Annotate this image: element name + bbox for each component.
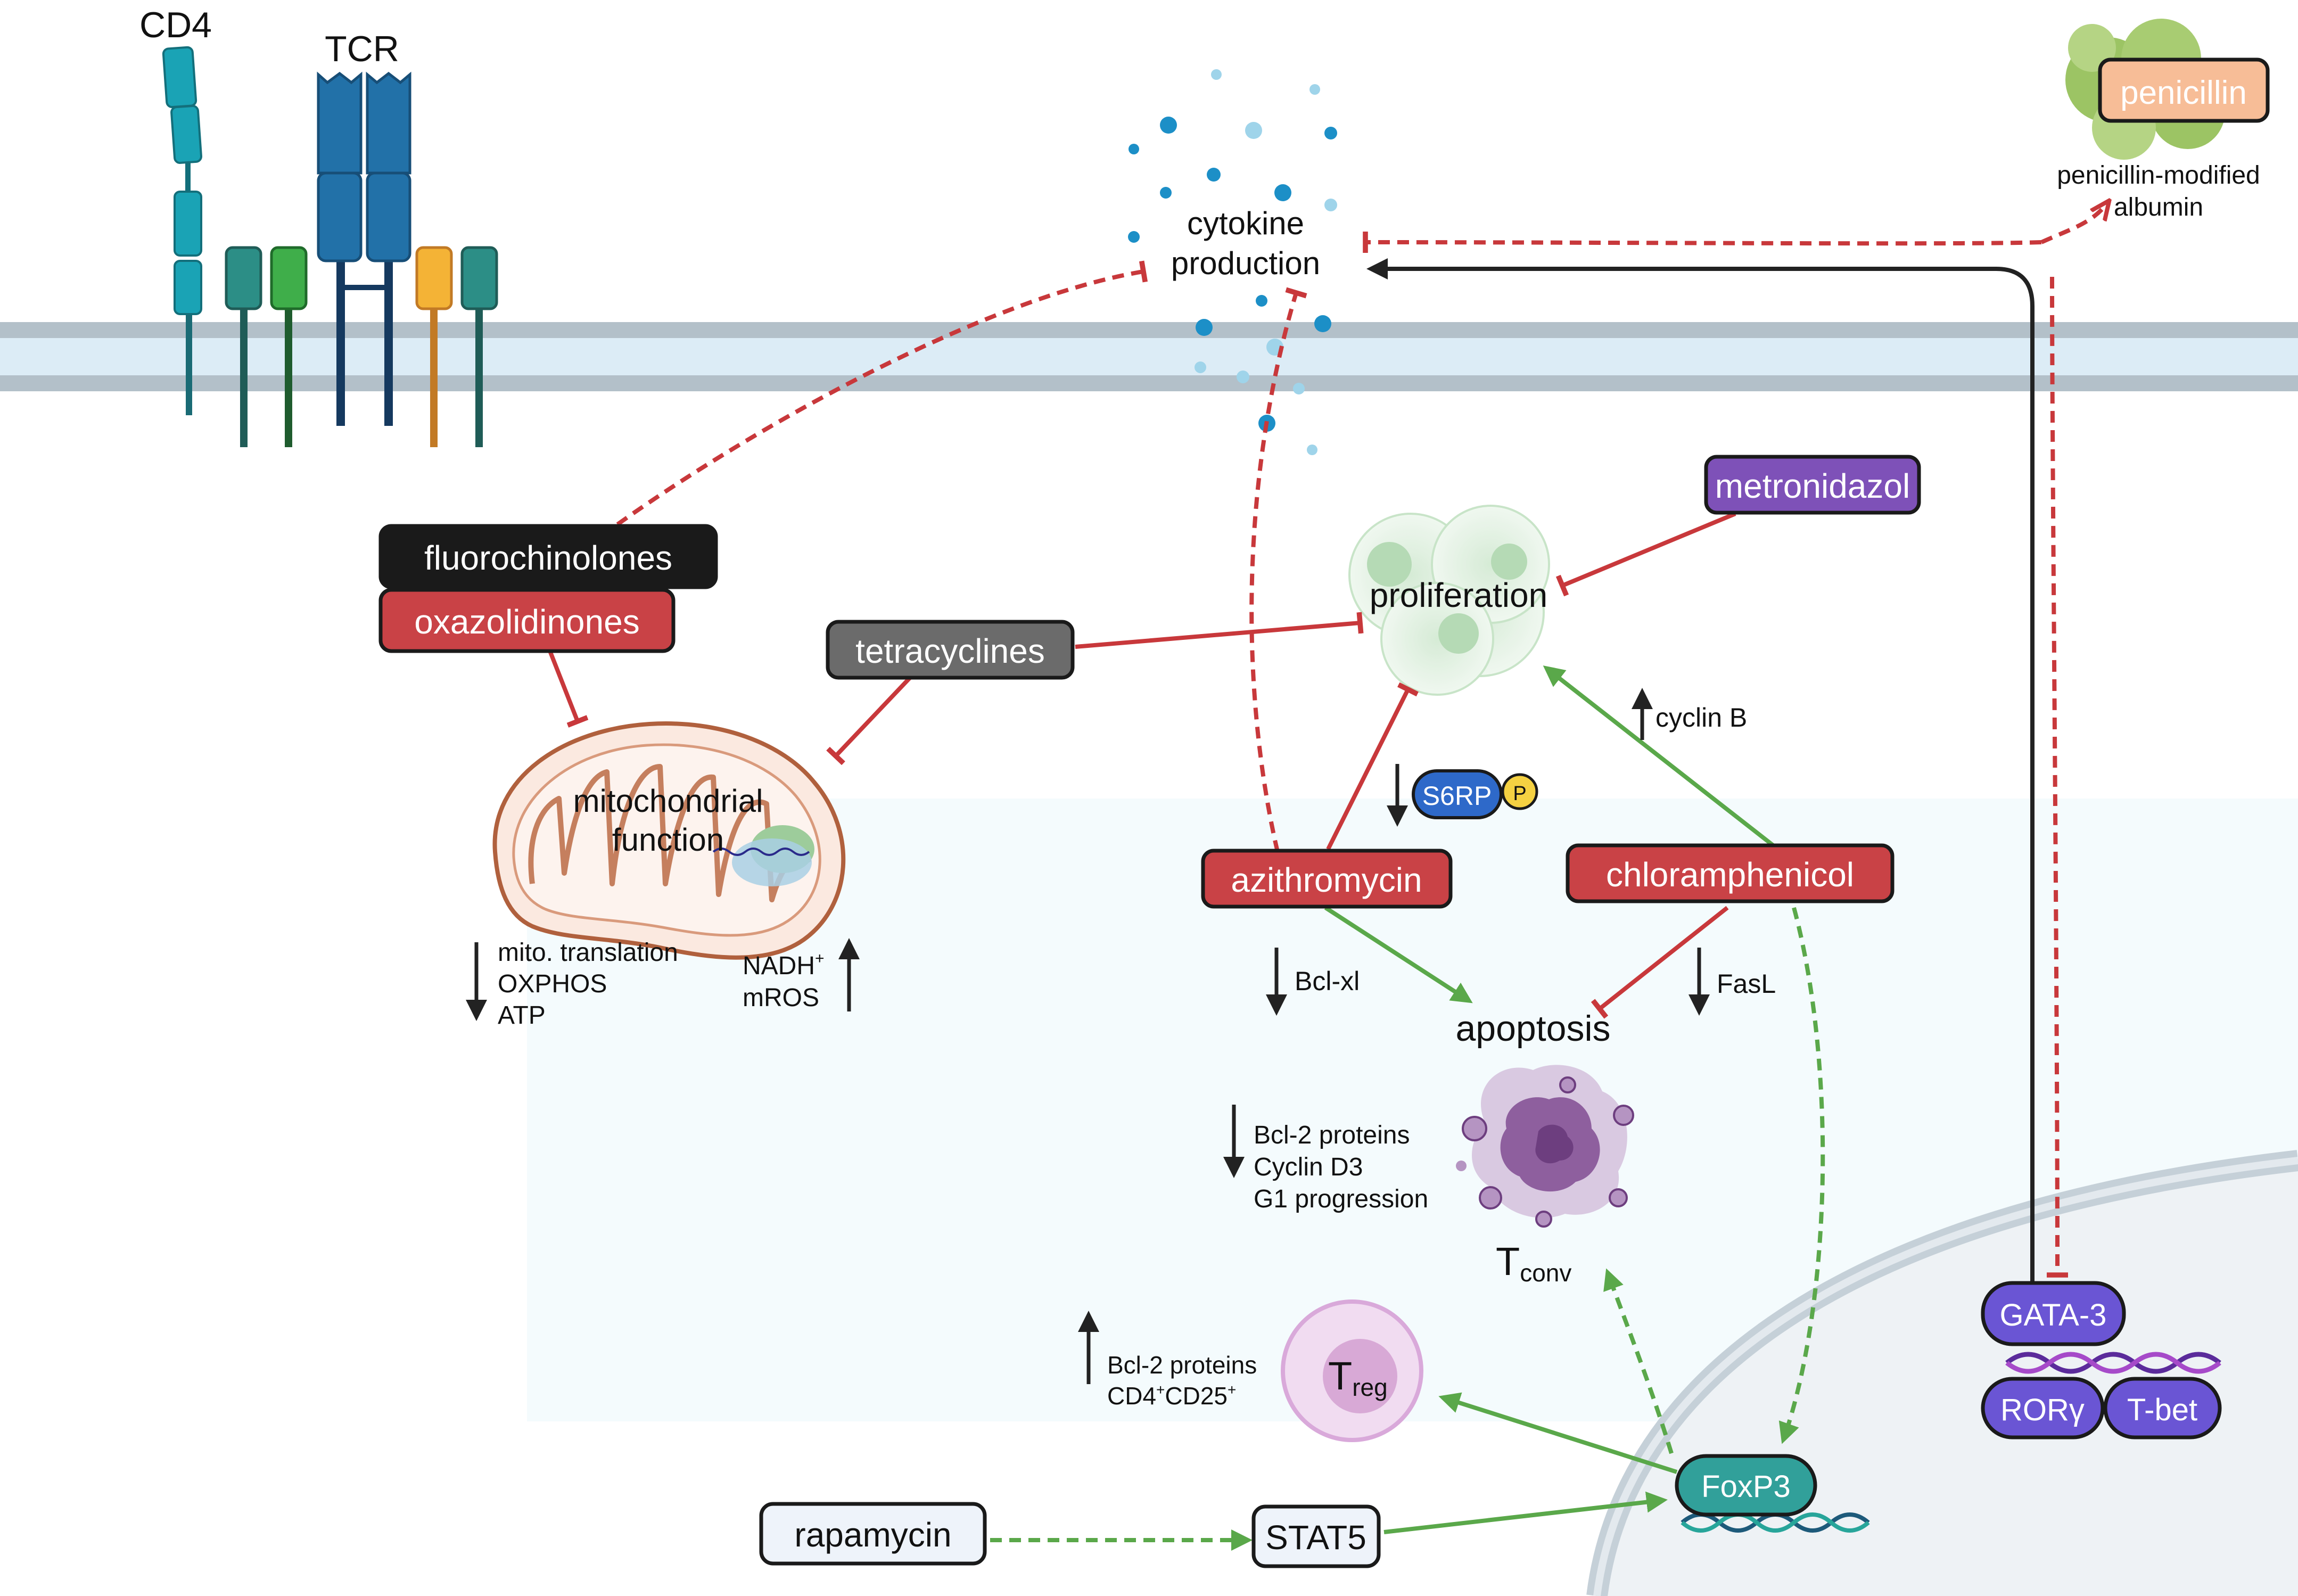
rapamycin-label: rapamycin	[794, 1516, 951, 1554]
cd4-receptor	[162, 46, 202, 415]
tconv-effect-2: Cyclin D3	[1254, 1153, 1363, 1181]
edge-chloramphenicol-activates-foxp3	[1778, 907, 1825, 1444]
cell-membrane	[0, 322, 2298, 391]
foxp3-box[interactable]	[1675, 1454, 1817, 1517]
albumin-caption-1: penicillin-modified	[2057, 161, 2260, 190]
mito-down-1: mito. translation	[498, 939, 678, 967]
s6rp-label: S6RP	[1422, 781, 1492, 811]
fasl-label: FasL	[1717, 969, 1776, 999]
mito-down-3: ATP	[498, 1001, 546, 1030]
tconv-label: Tconv	[1496, 1239, 1571, 1287]
tbet-box[interactable]	[2103, 1377, 2222, 1439]
edge-gata3-to-albumin	[2040, 202, 2108, 244]
co-receptors-left	[225, 246, 308, 447]
oxazolidinones-box[interactable]	[378, 588, 676, 653]
cd4-label: CD4	[139, 5, 212, 45]
mros-label: mROS	[743, 984, 819, 1012]
nadh-label: NADH+	[743, 950, 825, 980]
chloramphenicol-box[interactable]	[1566, 843, 1895, 903]
edge-azithro-inhibits-proliferation	[1326, 682, 1419, 850]
tbet-label: T-bet	[2127, 1393, 2197, 1427]
edge-penicillin-inhibits-gata3	[2046, 276, 2069, 1278]
rory-label: RORγ	[2000, 1393, 2085, 1427]
proliferation-label: proliferation	[1370, 576, 1547, 614]
edge-tetracyclines-inhibits-proliferation	[1075, 612, 1364, 649]
azithromycin-label: azithromycin	[1231, 861, 1422, 899]
edge-azithro-activates-apoptosis	[1324, 906, 1473, 1003]
edge-chloramphenicol-inhibits-apoptosis	[1591, 906, 1729, 1019]
edge-foxp3-activates-treg	[1438, 1392, 1678, 1474]
proliferation-cells-icon	[1348, 505, 1550, 696]
rapamycin-box[interactable]	[759, 1502, 987, 1566]
treg-label: Treg	[1328, 1354, 1388, 1401]
edge-fluoro-inhibits-cytokine	[616, 260, 1148, 526]
albumin-caption-2: albumin	[2114, 193, 2203, 221]
penicillin-box[interactable]	[2098, 57, 2270, 123]
stat5-box[interactable]	[1251, 1504, 1381, 1568]
co-receptors-right	[415, 246, 498, 447]
metronidazol-label: metronidazol	[1715, 467, 1910, 505]
fluorochinolones-label: fluorochinolones	[424, 539, 672, 577]
gata3-label: GATA-3	[2000, 1298, 2107, 1332]
edge-tetracyclines-inhibits-mito	[826, 670, 917, 766]
edge-oxazolidinones-inhibits-mito	[546, 646, 589, 728]
edge-foxp3-to-tconv	[1603, 1268, 1674, 1454]
azithromycin-box[interactable]	[1201, 849, 1453, 909]
bclxl-label: Bcl-xl	[1295, 966, 1360, 996]
mito-down-2: OXPHOS	[498, 970, 607, 998]
metronidazol-box[interactable]	[1704, 455, 1921, 515]
tcr-receptor	[317, 71, 411, 426]
stat5-label: STAT5	[1265, 1518, 1366, 1557]
chloramphenicol-label: chloramphenicol	[1606, 855, 1854, 894]
tconv-effect-1: Bcl-2 proteins	[1254, 1121, 1410, 1149]
edge-penicillin-inhibits-cytokine	[1363, 231, 2042, 253]
treg-effect-1: Bcl-2 proteins	[1107, 1351, 1257, 1379]
fluorochinolones-box[interactable]	[378, 524, 718, 589]
cyclin-b-label: cyclin B	[1655, 703, 1747, 733]
tf-dna-icon	[2005, 1352, 2221, 1374]
gata3-box[interactable]	[1981, 1281, 2126, 1346]
cytokine-droplets	[1128, 69, 1337, 455]
penicillin-label: penicillin	[2120, 75, 2247, 111]
mitochondrion-icon	[492, 721, 846, 960]
cytokine-label-2: production	[1171, 245, 1320, 281]
treg-nucleus-icon	[1323, 1339, 1397, 1413]
edge-metronidazol-inhibits-proliferation	[1555, 512, 1736, 597]
cytokine-label-1: cytokine	[1187, 205, 1304, 241]
mito-label-1: mitochondrial	[573, 783, 763, 819]
edge-gata3-activates-cytokine	[1366, 258, 2035, 1283]
tcr-label: TCR	[325, 29, 399, 69]
apoptotic-tconv-icon	[1456, 1065, 1634, 1228]
tetracyclines-label: tetracyclines	[855, 632, 1045, 670]
phosphate-icon	[1501, 773, 1538, 810]
mito-label-2: function	[612, 822, 724, 858]
treg-effect-2: CD4+CD25+	[1107, 1381, 1236, 1410]
phosphate-label: P	[1513, 783, 1526, 805]
edge-chloramphenicol-activates-proliferation	[1543, 665, 1780, 851]
tconv-effect-3: G1 progression	[1254, 1185, 1428, 1213]
tetracyclines-box[interactable]	[826, 620, 1075, 680]
foxp3-label: FoxP3	[1701, 1469, 1791, 1504]
apoptosis-label: apoptosis	[1455, 1008, 1610, 1049]
rory-box[interactable]	[1981, 1377, 2105, 1439]
oxazolidinones-label: oxazolidinones	[414, 603, 639, 641]
edge-azithro-inhibits-cytokine	[1249, 287, 1307, 852]
edge-stat5-activates-foxp3	[1383, 1491, 1668, 1534]
s6rp-pill	[1412, 769, 1503, 819]
